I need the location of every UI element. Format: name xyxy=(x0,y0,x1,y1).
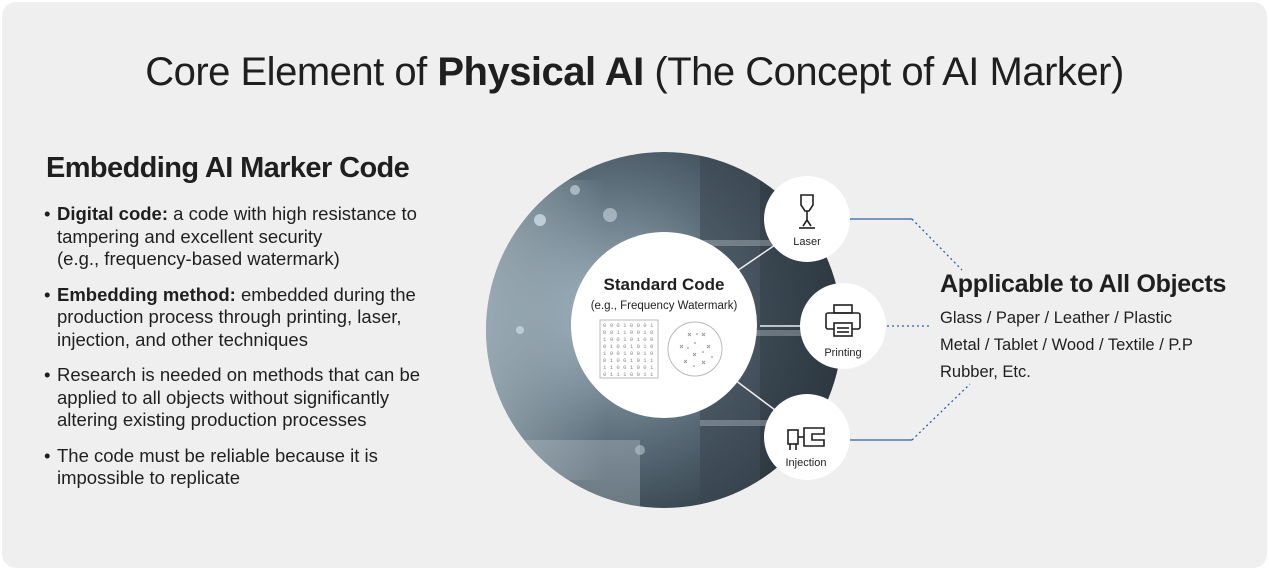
standard-code-title: Standard Code xyxy=(604,275,725,294)
svg-text:0 1 0 0 1 0 1 1: 0 1 0 0 1 0 1 1 xyxy=(603,357,654,364)
method-printing: Printing xyxy=(800,283,886,369)
method-injection: Injection xyxy=(764,394,850,480)
connector-injection xyxy=(730,376,776,411)
svg-text:0 0 1 1 0 0 1 0: 0 0 1 1 0 0 1 0 xyxy=(603,329,654,336)
embedding-bullet-list: Digital code: a code with high resistanc… xyxy=(44,203,464,503)
link-injection-dotted xyxy=(911,383,971,441)
injection-icon xyxy=(787,427,825,450)
method-label-injection: Injection xyxy=(786,457,827,469)
printer-icon xyxy=(825,304,861,337)
standard-code-circle: Standard Code (e.g., Frequency Watermark… xyxy=(571,232,757,418)
materials-line: Metal / Tablet / Wood / Textile / P.P xyxy=(940,336,1193,354)
link-laser-dotted xyxy=(911,218,963,271)
section-heading-applicable: Applicable to All Objects xyxy=(940,270,1227,298)
method-label-laser: Laser xyxy=(793,236,821,248)
applicable-materials: Glass / Paper / Leather / Plastic Metal … xyxy=(940,305,1193,386)
page-title: Core Element of Physical AI (The Concept… xyxy=(145,50,1124,94)
standard-code-subtitle: (e.g., Frequency Watermark) xyxy=(591,300,738,312)
bullet-research: Research is needed on methods that can b… xyxy=(44,364,464,432)
binary-code-rows: 0 0 0 1 0 0 0 1 0 0 1 1 0 0 1 0 1 0 0 1 … xyxy=(603,322,654,378)
svg-text:0 1 1 1 0 0 1 1: 0 1 1 1 0 0 1 1 xyxy=(603,371,654,378)
svg-text:1 0 0 1 0 1 0 0: 1 0 0 1 0 1 0 0 xyxy=(603,336,654,343)
frequency-pattern-icon xyxy=(667,321,723,377)
bullet-reliability: The code must be reliable because it is … xyxy=(44,445,464,490)
svg-text:0 1 0 0 1 0 1 0: 0 1 0 0 1 0 1 0 xyxy=(603,343,654,350)
materials-line: Glass / Paper / Leather / Plastic xyxy=(940,309,1173,327)
method-laser: Laser xyxy=(764,176,850,262)
materials-line: Rubber, Etc. xyxy=(940,363,1031,381)
svg-text:1 1 0 0 1 0 0 1: 1 1 0 0 1 0 0 1 xyxy=(603,364,654,371)
svg-text:0 0 0 1 0 0 0 1: 0 0 0 1 0 0 0 1 xyxy=(603,322,654,329)
laser-icon xyxy=(799,194,815,229)
bullet-digital-code: Digital code: a code with high resistanc… xyxy=(44,203,464,271)
svg-text:1 0 0 1 0 0 1 0: 1 0 0 1 0 0 1 0 xyxy=(603,350,654,357)
section-heading-embedding: Embedding AI Marker Code xyxy=(46,152,410,184)
method-label-printing: Printing xyxy=(824,347,861,359)
binary-code-box xyxy=(599,319,659,379)
bullet-embedding-method: Embedding method: embedded during the pr… xyxy=(44,284,464,352)
